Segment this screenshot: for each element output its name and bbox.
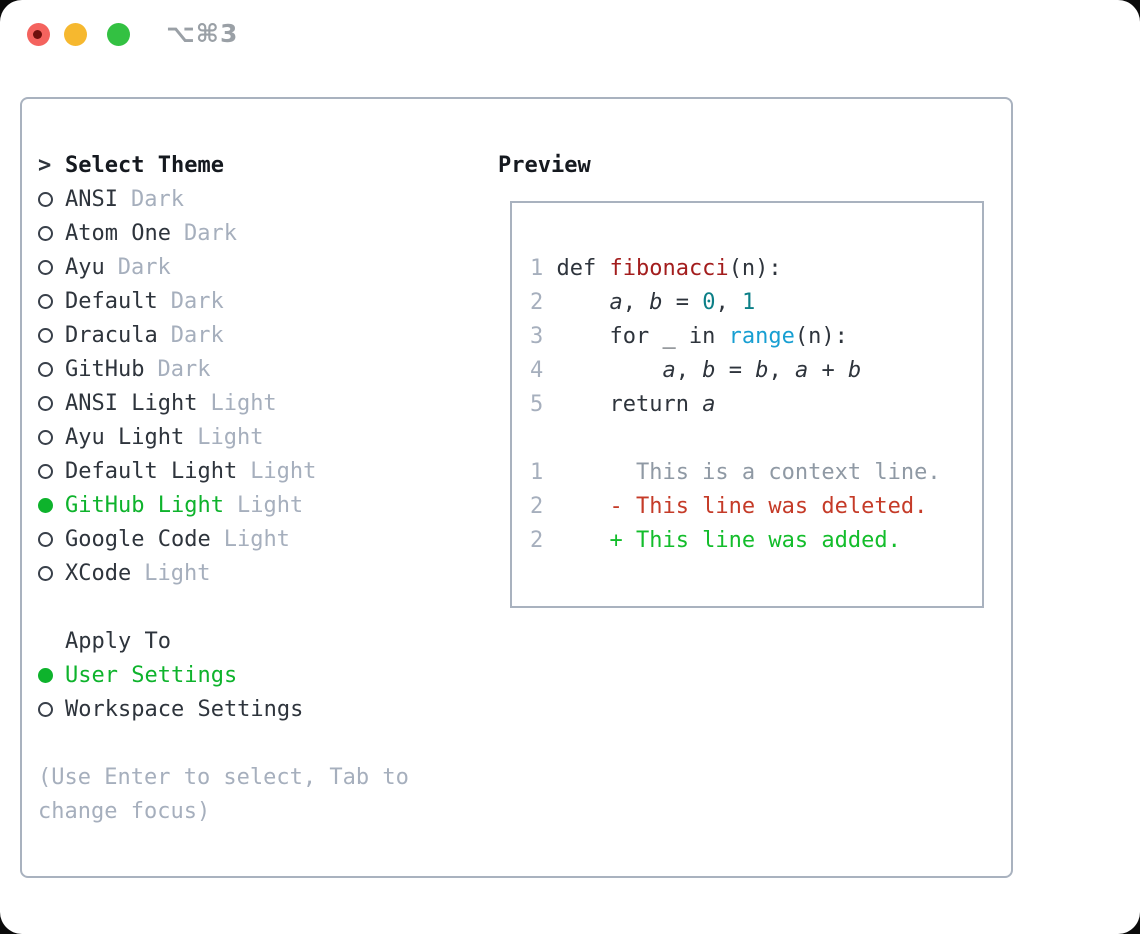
close-button[interactable]	[27, 23, 50, 46]
line-number: 2	[530, 493, 544, 519]
diff-context-line: 1 This is a context line.	[530, 459, 941, 485]
radio-icon	[38, 293, 53, 309]
apply-option-user-settings[interactable]: User Settings	[38, 658, 409, 692]
radio-icon	[38, 531, 53, 547]
theme-option-ansi-light[interactable]: ANSI Light Light	[38, 386, 409, 420]
theme-list: > Select Theme ANSI Dark Atom One Dark A…	[38, 148, 409, 828]
cursor-icon: >	[38, 152, 52, 178]
radio-selected-icon	[38, 667, 53, 683]
theme-option-default-dark[interactable]: Default Dark	[38, 284, 409, 318]
radio-icon	[38, 259, 53, 275]
radio-icon	[38, 565, 53, 581]
help-text-line1: (Use Enter to select, Tab to	[38, 764, 409, 790]
line-number: 4	[530, 357, 544, 383]
code-line-1: 1 def fibonacci (n):	[530, 255, 782, 281]
preview-title: Preview	[498, 152, 591, 178]
section-title: Select Theme	[65, 152, 224, 178]
radio-selected-icon	[38, 497, 53, 513]
radio-icon	[38, 395, 53, 411]
zoom-button[interactable]	[107, 23, 130, 46]
radio-icon	[38, 361, 53, 377]
line-number: 3	[530, 323, 544, 349]
theme-option-ayu-light[interactable]: Ayu Light Light	[38, 420, 409, 454]
theme-option-ansi-dark[interactable]: ANSI Dark	[38, 182, 409, 216]
theme-option-default-light[interactable]: Default Light Light	[38, 454, 409, 488]
theme-option-ayu-dark[interactable]: Ayu Dark	[38, 250, 409, 284]
close-button-dot	[33, 30, 42, 39]
main-panel: > Select Theme ANSI Dark Atom One Dark A…	[20, 97, 1013, 878]
window-title: ⌥⌘3	[166, 19, 239, 48]
code-line-3: 3 for _ in range (n):	[530, 323, 848, 349]
radio-icon	[38, 225, 53, 241]
blank-line	[530, 421, 982, 455]
radio-icon	[38, 463, 53, 479]
preview-box: 1 def fibonacci (n): 2 a , b = 0 , 1 3 f…	[510, 201, 984, 608]
help-text-line2: change focus)	[38, 798, 211, 824]
code-line-5: 5 return a	[530, 391, 716, 417]
theme-option-xcode[interactable]: XCode Light	[38, 556, 409, 590]
diff-added-line: 2 + This line was added.	[530, 527, 901, 553]
radio-icon	[38, 191, 53, 207]
spacer-row	[38, 726, 409, 760]
code-line-4: 4 a , b = b , a + b	[530, 357, 862, 383]
line-number: 1	[530, 255, 544, 281]
line-number: 5	[530, 391, 544, 417]
code-line-2: 2 a , b = 0 , 1	[530, 289, 756, 315]
theme-option-github-light[interactable]: GitHub Light Light	[38, 488, 409, 522]
titlebar: ⌥⌘3	[0, 0, 1140, 70]
apply-option-workspace-settings[interactable]: Workspace Settings	[38, 692, 409, 726]
line-number: 2	[530, 527, 544, 553]
apply-to-header: Apply To	[65, 628, 171, 654]
diff-deleted-line: 2 - This line was deleted.	[530, 493, 928, 519]
radio-icon	[38, 701, 53, 717]
spacer-row	[38, 590, 409, 624]
minimize-button[interactable]	[64, 23, 87, 46]
theme-option-atom-one-dark[interactable]: Atom One Dark	[38, 216, 409, 250]
radio-icon	[38, 327, 53, 343]
line-number: 1	[530, 459, 544, 485]
line-number: 2	[530, 289, 544, 315]
theme-option-dracula-dark[interactable]: Dracula Dark	[38, 318, 409, 352]
theme-option-github-dark[interactable]: GitHub Dark	[38, 352, 409, 386]
select-theme-header: > Select Theme	[38, 148, 409, 182]
radio-icon	[38, 429, 53, 445]
theme-option-google-code[interactable]: Google Code Light	[38, 522, 409, 556]
